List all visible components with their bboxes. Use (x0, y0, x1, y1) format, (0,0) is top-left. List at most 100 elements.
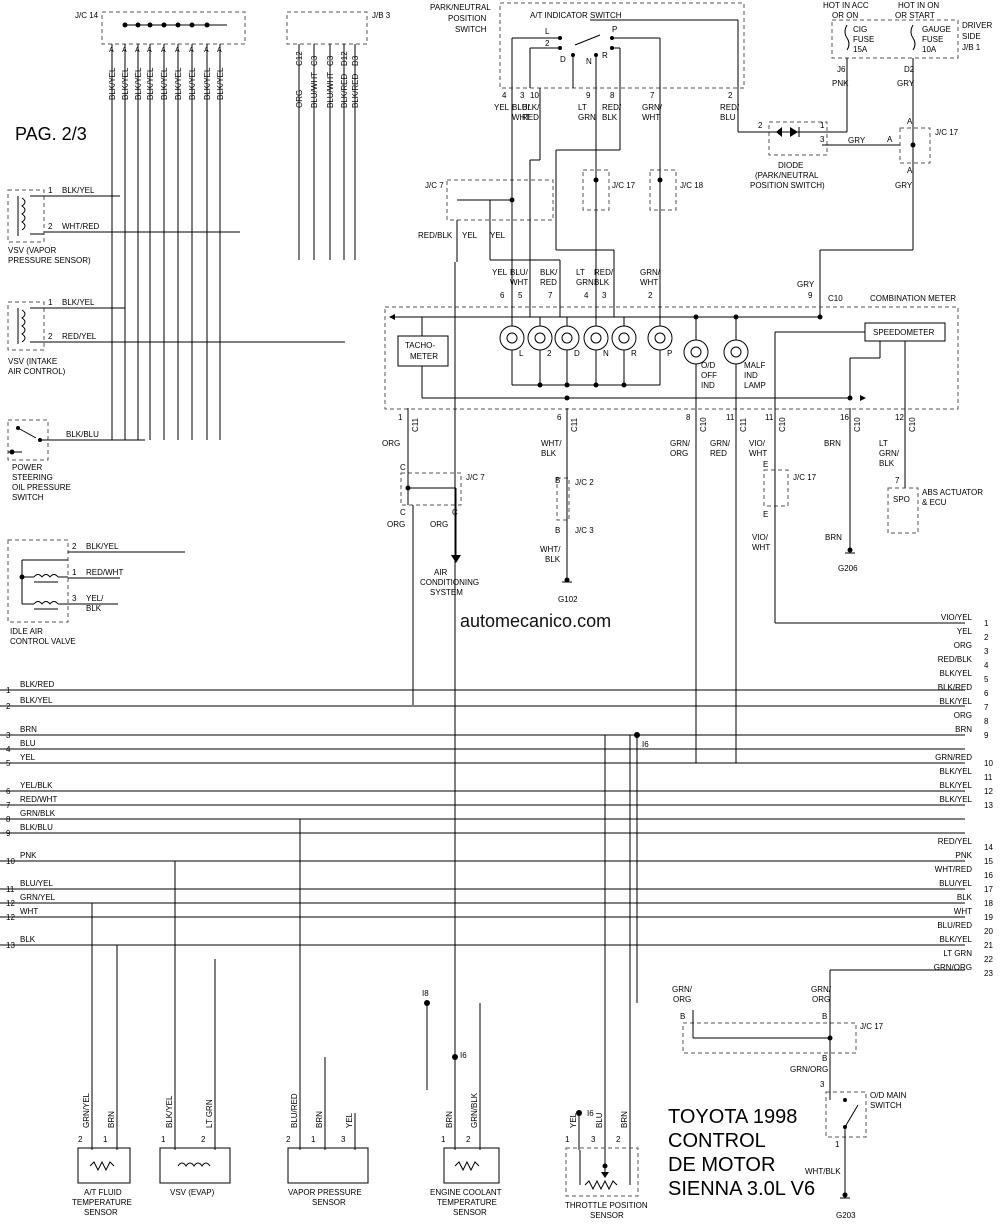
driver-label-3: J/B 1 (962, 43, 981, 52)
bottom-pin-tps-2: 2 (616, 1135, 621, 1144)
pn-pin-4: 8 (610, 91, 615, 100)
left-output-num-2: 3 (6, 731, 11, 740)
jc14-node-6 (189, 22, 195, 28)
diode-pin-1: 1 (820, 121, 825, 130)
right-output-num-14: 15 (984, 857, 993, 866)
atf-sensor-box (77, 1147, 131, 1184)
left-output-num-4: 5 (6, 759, 11, 768)
grn-org-left-label-2: ORG (673, 995, 691, 1004)
bottom-color-ect-0: BRN (445, 1111, 454, 1128)
grn-org-right-label-2: ORG (812, 995, 830, 1004)
pn-color-6-1: BLU (720, 113, 736, 122)
lamp-R (611, 325, 637, 351)
e-label-1: E (763, 460, 768, 469)
lamp-inner-R (618, 332, 630, 344)
spo-pin-7: 7 (895, 476, 900, 485)
vsv-intake-coil (17, 307, 44, 344)
ac-label-2: CONDITIONING (420, 578, 479, 587)
lamp-inner-P (654, 332, 666, 344)
jb3-box (286, 11, 368, 45)
jc14-node-1 (122, 22, 128, 28)
meter-top-color-5-1: WHT (640, 278, 658, 287)
pn-color-1-1: WHT (512, 113, 530, 122)
malf-label-3: LAMP (744, 381, 766, 390)
jc18-label: J/C 18 (680, 181, 704, 190)
meter-top-color-4-1: BLK (594, 278, 610, 287)
svg-text:I6: I6 (460, 1051, 467, 1060)
yel-label-1: YEL (462, 231, 478, 240)
left-output-color-2: BRN (20, 725, 37, 734)
jc17-mid-label: J/C 17 (612, 181, 636, 190)
gauge-fuse: GAUGE FUSE 10A (910, 24, 951, 54)
bottom-pin-tps-1: 3 (591, 1135, 596, 1144)
watermark: automecanico.com (460, 611, 611, 631)
grn-org-label-3: GRN/ORG (790, 1065, 828, 1074)
jc14-pin-A-5: A (175, 47, 180, 54)
hot-on-label-2: OR START (895, 11, 935, 20)
vsv-evap-box (159, 1147, 231, 1184)
left-output-num-3: 4 (6, 745, 11, 754)
meter-bottom-conn-0: C11 (411, 417, 420, 432)
meter-top-pins: YEL6BLU/WHT5BLK/RED7LTGRN4RED/BLK3GRN/WH… (492, 268, 813, 317)
left-color-iac-0-0: BLK/YEL (86, 542, 119, 551)
bottom-color-ect-1: GRN/BLK (470, 1092, 479, 1128)
jc14-color-2: BLK/YEL (134, 67, 143, 100)
vapor-sensor-box (287, 1147, 369, 1184)
jc14-node-4 (161, 22, 167, 28)
right-output-color-17: BLK (957, 893, 973, 902)
left-output-color-12: WHT (20, 907, 38, 916)
jc14-color-1: BLK/YEL (121, 67, 130, 100)
left-pin-vsv_intake-0: 1 (48, 298, 53, 307)
pn-label-1: PARK/NEUTRAL (430, 3, 491, 12)
jc17-bottom-label: J/C 17 (860, 1022, 884, 1031)
right-output-color-7: ORG (954, 711, 972, 720)
pn-color-4-0: RED/ (602, 103, 622, 112)
jc2-box (556, 477, 570, 521)
bottom-pin-atf-1: 1 (103, 1135, 108, 1144)
tps-sensor-box (565, 1147, 639, 1197)
j6-label: J6 (837, 65, 846, 74)
left-output-color-3: BLU (20, 739, 36, 748)
jc17-low-label: J/C 17 (793, 473, 817, 482)
right-output-color-8: BRN (955, 725, 972, 734)
red-blk-label: RED/BLK (418, 231, 453, 240)
jc14-pin-A-8: A (217, 47, 222, 54)
yel-label-2: YEL (490, 231, 506, 240)
hot-acc-label-2: OR ON (832, 11, 858, 20)
jc2-label: J/C 2 (575, 478, 594, 487)
lamp-label-N: N (603, 349, 609, 358)
bottom-pin-ect-0: 1 (441, 1135, 446, 1144)
jc7-low-box (400, 472, 462, 506)
ect-label-2: TEMPERATURE (437, 1198, 497, 1207)
jc3-label: J/C 3 (575, 526, 594, 535)
bottom-pin-vsv_evap-0: 1 (161, 1135, 166, 1144)
left-output-color-5: YEL/BLK (20, 781, 53, 790)
jc14-node-2 (135, 22, 141, 28)
meter-bottom-color-4-1: WHT (749, 449, 767, 458)
od-main-label-2: SWITCH (870, 1101, 902, 1110)
right-output-num-22: 23 (984, 969, 993, 978)
meter-bottom-pin-6: 12 (895, 413, 904, 422)
gry-label: GRY (897, 79, 915, 88)
right-output-color-16: BLU/YEL (939, 879, 972, 888)
left-output-num-6: 7 (6, 801, 11, 810)
brn-label-g206: BRN (825, 533, 842, 542)
jc14-pin-A-6: A (189, 47, 194, 54)
jb3-color-4: BLK/RED (351, 74, 360, 108)
vsv-intake-label-2: AIR CONTROL) (8, 367, 66, 376)
lamp-P (647, 325, 673, 351)
jc14-color-6: BLK/YEL (188, 67, 197, 100)
jc17-a-label: A (887, 135, 893, 144)
left-color-iac-1-0: RED/WHT (86, 568, 123, 577)
vsv-vapor-coil (17, 195, 44, 236)
meter-top-color-0-0: YEL (492, 268, 508, 277)
pn-pin-6: 2 (728, 91, 733, 100)
jc7-low-routing (405, 408, 461, 705)
diode-pin-3: 3 (820, 135, 825, 144)
left-output-color-7: GRN/BLK (20, 809, 56, 818)
iac-label: IDLE AIR (10, 627, 43, 636)
left-color-ps-0-0: BLK/BLU (66, 430, 99, 439)
right-output-color-21: LT GRN (943, 949, 972, 958)
ps-label-3: OIL PRESSURE (12, 483, 71, 492)
